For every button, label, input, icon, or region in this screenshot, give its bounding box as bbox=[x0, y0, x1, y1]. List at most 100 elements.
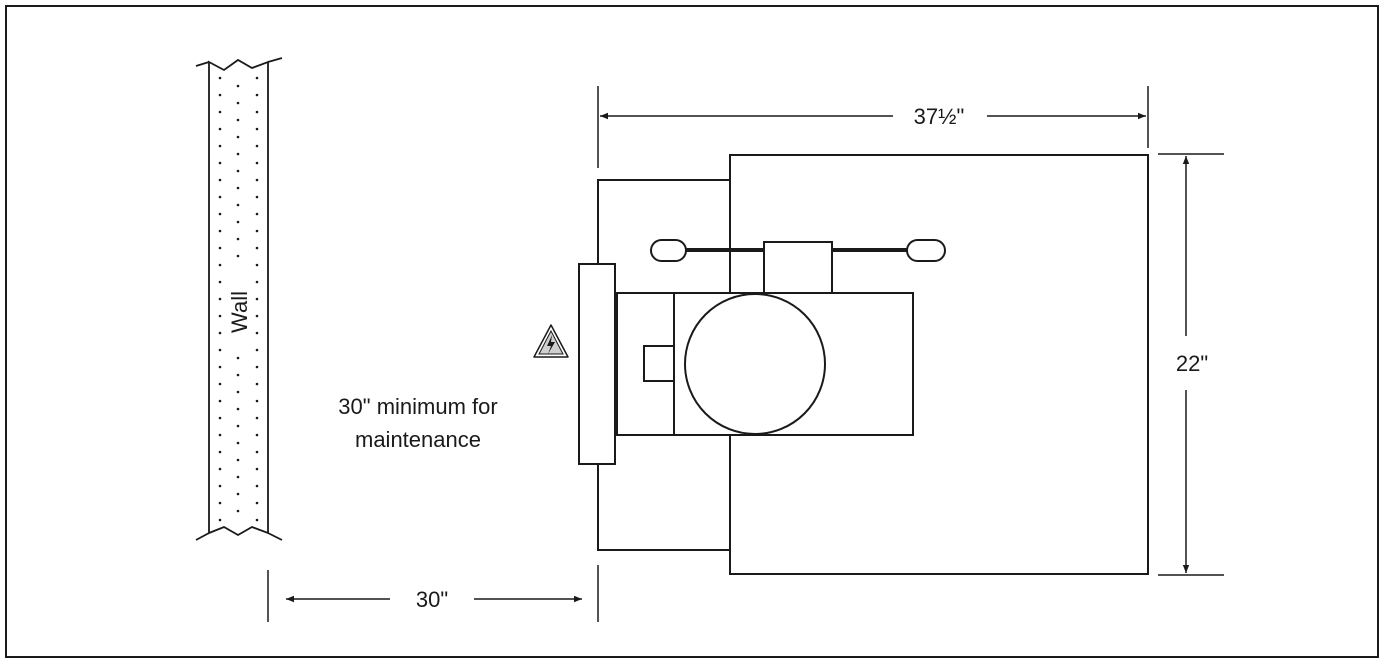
wall-stipple-dot bbox=[236, 492, 240, 496]
wall-stipple-dot bbox=[218, 399, 222, 403]
wall-stipple-dot bbox=[255, 399, 259, 403]
wall-stipple-dot bbox=[218, 365, 222, 369]
wall-stipple-dot bbox=[218, 110, 222, 114]
wall-stipple-dot bbox=[255, 365, 259, 369]
wall-stipple-dot bbox=[218, 484, 222, 488]
wall-stipple-dot bbox=[236, 458, 240, 462]
wall-stipple-dot bbox=[218, 297, 222, 301]
wall-stipple-dot bbox=[218, 280, 222, 284]
wall-stipple-dot bbox=[236, 424, 240, 428]
motor-assembly bbox=[616, 292, 914, 436]
unit-top-view bbox=[578, 154, 1149, 575]
clearance-dimension-label: 30" bbox=[416, 587, 448, 612]
wall-stipple-dot bbox=[218, 195, 222, 199]
motor-terminal-box bbox=[643, 345, 675, 382]
maintenance-note-line1: 30" minimum for bbox=[338, 394, 497, 419]
clearance-dimension: 30" bbox=[267, 565, 599, 622]
wall-stipple-dot bbox=[255, 195, 259, 199]
electrical-hazard-warning-icon bbox=[533, 324, 569, 358]
wall-top-break bbox=[195, 57, 283, 67]
wall-stipple-dot bbox=[236, 237, 240, 241]
wall-stipple-dot bbox=[255, 246, 259, 250]
wall-stipple-dot bbox=[255, 518, 259, 522]
wall-stipple-dot bbox=[255, 297, 259, 301]
diagram-frame bbox=[5, 5, 1379, 658]
wall-stipple-dot bbox=[218, 144, 222, 148]
wall-stipple-dot bbox=[255, 416, 259, 420]
wall-stipple-dot bbox=[218, 76, 222, 80]
wall-stipple-dot bbox=[218, 501, 222, 505]
wall-stipple-dot bbox=[218, 450, 222, 454]
wall-stipple-dot bbox=[218, 127, 222, 131]
width-dimension: 37½" bbox=[597, 86, 1149, 168]
wall-stipple-dot bbox=[218, 348, 222, 352]
wall-stipple-dot bbox=[236, 373, 240, 377]
wall-stipple-dot bbox=[236, 118, 240, 122]
wall-stipple-dot bbox=[255, 127, 259, 131]
agitator-rod bbox=[650, 239, 946, 294]
wall-stipple-dot bbox=[218, 93, 222, 97]
wall-stipple-dot bbox=[236, 135, 240, 139]
wall-stipple-dot bbox=[255, 433, 259, 437]
wall-label: Wall bbox=[227, 291, 252, 333]
wall-stipple-dot bbox=[218, 433, 222, 437]
electrical-panel bbox=[578, 263, 616, 465]
wall-stipple-dot bbox=[236, 220, 240, 224]
wall-stipple-dot bbox=[236, 390, 240, 394]
wall-stipple-dot bbox=[218, 161, 222, 165]
wall-stipple-dot bbox=[255, 93, 259, 97]
wall-stipple-dot bbox=[255, 280, 259, 284]
wall-stipple-dot bbox=[255, 450, 259, 454]
wall-stipple-dot bbox=[255, 382, 259, 386]
wall-stipple-dot bbox=[255, 467, 259, 471]
rod-end-left bbox=[650, 239, 687, 262]
wall-stipple-dot bbox=[218, 518, 222, 522]
wall: Wall bbox=[195, 57, 283, 541]
wall-stipple-dot bbox=[255, 314, 259, 318]
wall-stipple-dot bbox=[236, 101, 240, 105]
wall-stipple-dot bbox=[255, 161, 259, 165]
wall-stipple-dot bbox=[218, 467, 222, 471]
wall-stipple-dot bbox=[236, 254, 240, 258]
width-dimension-label: 37½" bbox=[914, 104, 965, 129]
wall-stipple-dot bbox=[236, 84, 240, 88]
wall-stipple-dot bbox=[236, 407, 240, 411]
wall-stipple-dot bbox=[236, 441, 240, 445]
depth-dimension: 22" bbox=[1158, 153, 1224, 576]
wall-stipple-dot bbox=[218, 331, 222, 335]
wall-stipple-dot bbox=[218, 212, 222, 216]
wall-stipple-dot bbox=[255, 348, 259, 352]
wall-stipple-dot bbox=[218, 263, 222, 267]
wall-stipple-dot bbox=[218, 246, 222, 250]
wall-stipple-dot bbox=[236, 186, 240, 190]
wall-stipple-dot bbox=[218, 178, 222, 182]
wall-stipple-dot bbox=[236, 475, 240, 479]
wall-stipple-dot bbox=[236, 169, 240, 173]
wall-stipple-dot bbox=[255, 212, 259, 216]
wall-stipple-dot bbox=[255, 229, 259, 233]
motor-circle bbox=[684, 293, 826, 435]
wall-stipple-dot bbox=[218, 382, 222, 386]
wall-stipple-dot bbox=[218, 229, 222, 233]
rod-coupling-box bbox=[763, 241, 833, 294]
wall-stipple-dot bbox=[255, 501, 259, 505]
wall-stipple-dot bbox=[255, 144, 259, 148]
wall-stipple-dot bbox=[218, 416, 222, 420]
rod-end-right bbox=[906, 239, 946, 262]
wall-stipple-dot bbox=[255, 76, 259, 80]
wall-stipple-dot bbox=[218, 314, 222, 318]
wall-stipple-dot bbox=[255, 178, 259, 182]
wall-stipple-dot bbox=[236, 356, 240, 360]
wall-stipple-dot bbox=[236, 152, 240, 156]
wall-stipple-dot bbox=[236, 203, 240, 207]
wall-stipple-dot bbox=[255, 110, 259, 114]
wall-stipple-dot bbox=[255, 484, 259, 488]
wall-stipple-dot bbox=[236, 509, 240, 513]
wall-stipple bbox=[218, 76, 259, 522]
wall-bottom-break bbox=[195, 532, 283, 541]
depth-dimension-label: 22" bbox=[1176, 351, 1208, 376]
wall-stipple-dot bbox=[255, 331, 259, 335]
maintenance-note-line2: maintenance bbox=[355, 427, 481, 452]
